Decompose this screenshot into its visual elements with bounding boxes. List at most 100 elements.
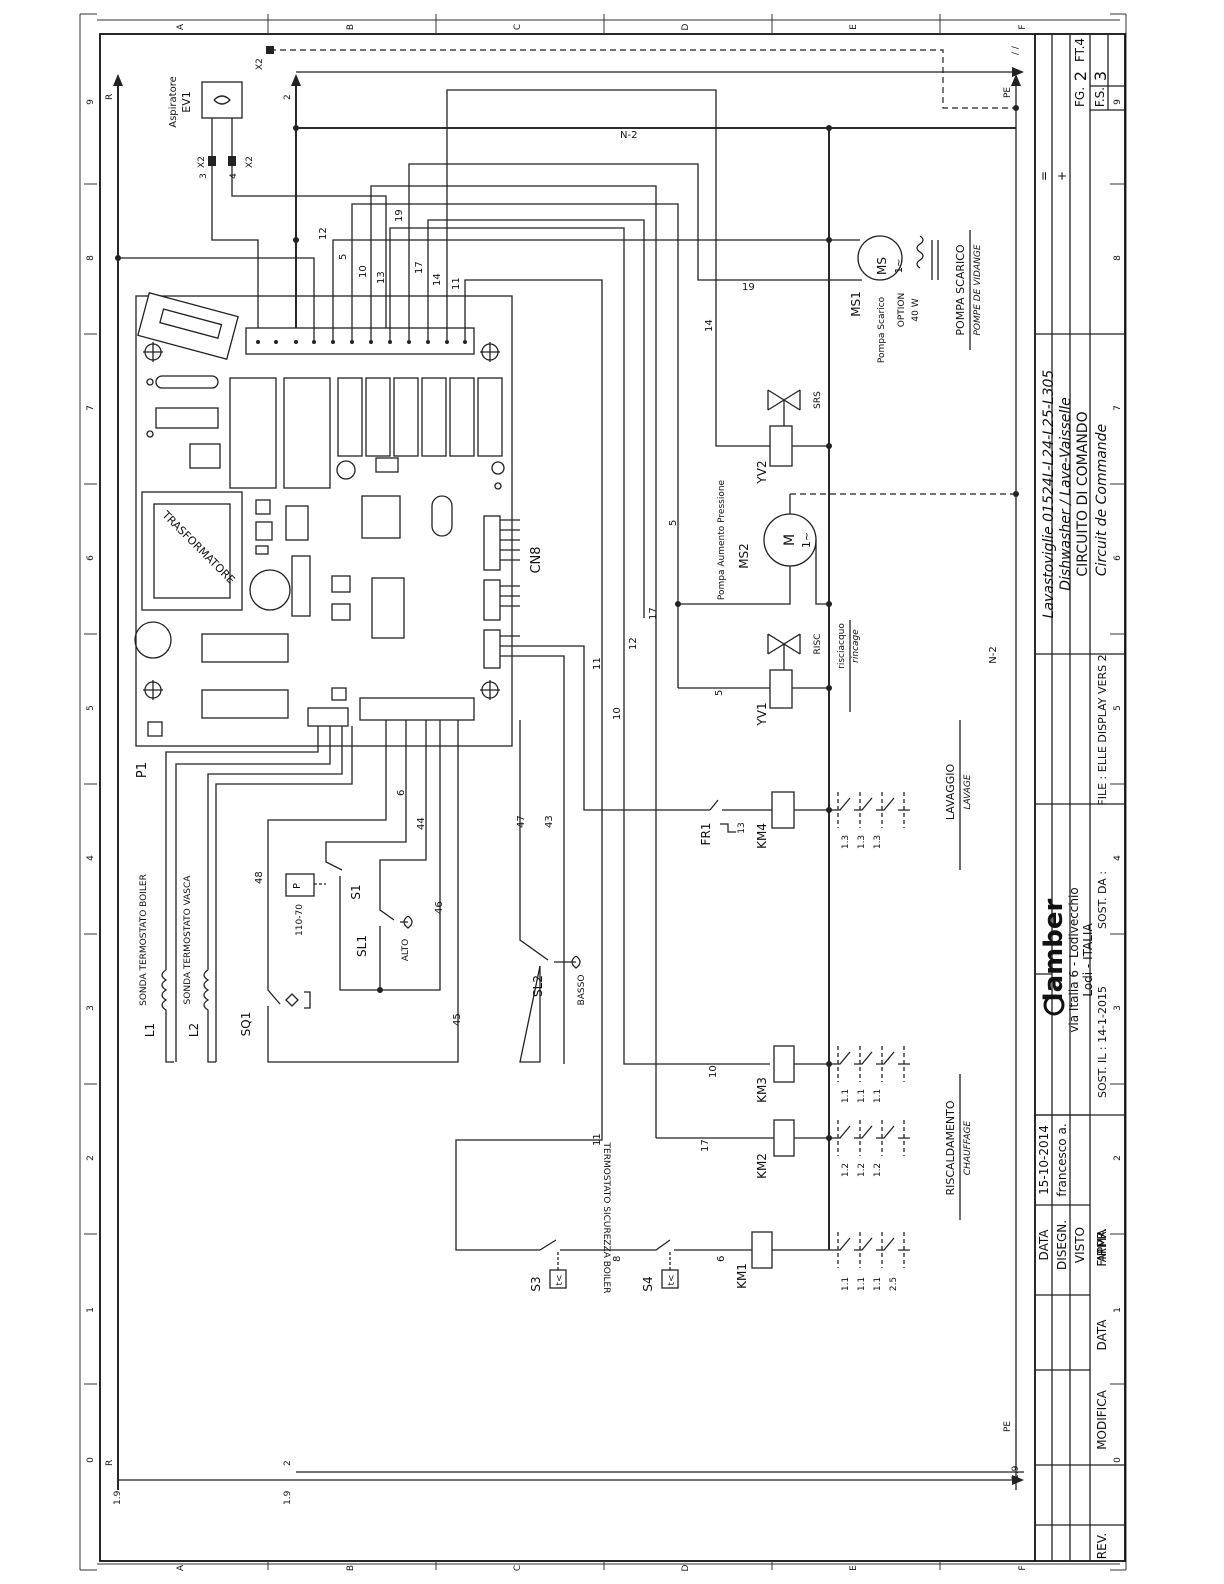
svg-text:A: A xyxy=(176,23,186,30)
svg-text:MS1: MS1 xyxy=(849,291,863,317)
svg-text:17: 17 xyxy=(414,261,425,274)
svg-text:2: 2 xyxy=(1071,71,1090,81)
svg-text:MS: MS xyxy=(875,257,889,275)
svg-text:11: 11 xyxy=(451,277,462,290)
svg-text:KM2: KM2 xyxy=(755,1153,769,1179)
drain-pump-ms1: MS 1~ MS1 Pompa Scarico OPTION 40 W POMP… xyxy=(829,230,983,363)
title-block: Lavastoviglie 01524L-L24-L25-L305 Dishwa… xyxy=(1034,34,1125,1561)
svg-text:1.1: 1.1 xyxy=(857,1089,867,1103)
svg-text:PE: PE xyxy=(1003,87,1013,98)
svg-text:risciacquo: risciacquo xyxy=(837,623,847,669)
svg-text:Pompa Scarico: Pompa Scarico xyxy=(877,296,887,363)
svg-text:19: 19 xyxy=(742,282,755,293)
svg-text:SONDA TERMOSTATO BOILER: SONDA TERMOSTATO BOILER xyxy=(139,874,149,1006)
svg-text:Lodi - ITALIA: Lodi - ITALIA xyxy=(1081,923,1095,997)
svg-text:SOST. IL : 14-1-2015: SOST. IL : 14-1-2015 xyxy=(1096,986,1109,1098)
contactor-km1: KM1 6 8 11 TERMOSTATO SICUREZZA BOILER t… xyxy=(529,1133,910,1293)
svg-text:D: D xyxy=(681,1564,691,1571)
svg-text:4: 4 xyxy=(1113,855,1123,861)
svg-text:S1: S1 xyxy=(349,884,363,899)
svg-text:DATA: DATA xyxy=(1095,1319,1109,1351)
svg-text:8: 8 xyxy=(1113,255,1123,261)
svg-text:N-2: N-2 xyxy=(620,130,637,141)
title-line-4: Circuit de Commande xyxy=(1094,424,1110,576)
svg-text:SQ1: SQ1 xyxy=(239,1012,253,1037)
svg-text:E: E xyxy=(849,1565,859,1571)
contactor-km4: FR1 13 KM4 1.3 1.3 1.3 LAVAGGIO LAVAGE xyxy=(699,720,973,870)
svg-text:C: C xyxy=(513,1565,523,1571)
svg-text:=: = xyxy=(1037,171,1051,181)
svg-text:17: 17 xyxy=(700,1139,711,1152)
svg-text:francesco a.: francesco a. xyxy=(1055,1123,1069,1196)
svg-text:5: 5 xyxy=(668,520,679,526)
svg-text:RISC: RISC xyxy=(813,634,823,655)
svg-text:MODIFICA: MODIFICA xyxy=(1095,1389,1109,1449)
svg-text:1.1: 1.1 xyxy=(873,1277,883,1291)
col-numbers-right: 0 1 2 3 4 5 6 7 8 9 xyxy=(1113,99,1123,1463)
svg-text:+: + xyxy=(1055,171,1069,181)
contactor-km2: KM2 17 1.2 1.2 1.2 RISCALDAMENTO CHAUFFA… xyxy=(656,1074,973,1220)
svg-text:1.1: 1.1 xyxy=(873,1089,883,1103)
svg-text:1.9: 1.9 xyxy=(113,1490,123,1505)
cn8-wires xyxy=(500,519,710,1064)
svg-text:N-2: N-2 xyxy=(988,646,999,663)
svg-text:X2: X2 xyxy=(245,156,255,168)
svg-text:Pompa Aumento Pressione: Pompa Aumento Pressione xyxy=(717,479,727,600)
pressure-pump-ms2: M 1~ MS2 Pompa Aumento Pressione xyxy=(675,479,832,607)
svg-text:13: 13 xyxy=(376,271,387,284)
svg-text:RISCALDAMENTO: RISCALDAMENTO xyxy=(944,1100,957,1195)
svg-text:t<: t< xyxy=(667,1274,677,1285)
svg-text:2: 2 xyxy=(1113,1155,1123,1161)
frame-ticks xyxy=(84,14,1124,1570)
svg-text:R: R xyxy=(105,1460,115,1466)
cn8-label: CN8 xyxy=(529,546,544,573)
svg-text:9: 9 xyxy=(86,99,96,105)
svg-text:43: 43 xyxy=(544,815,555,828)
svg-text:FG.: FG. xyxy=(1073,87,1087,107)
svg-text:12: 12 xyxy=(628,637,639,650)
svg-text:2: 2 xyxy=(283,94,293,100)
svg-text:44: 44 xyxy=(416,817,427,830)
svg-text:KM1: KM1 xyxy=(735,1263,749,1289)
row-letters-top: A B C D E F xyxy=(176,23,1028,30)
svg-text:CHAUFFAGE: CHAUFFAGE xyxy=(963,1120,973,1175)
svg-text:FT.4: FT.4 xyxy=(1073,38,1087,62)
svg-text:6: 6 xyxy=(396,790,407,796)
svg-text:2: 2 xyxy=(86,1155,96,1161)
svg-text:1.2: 1.2 xyxy=(873,1163,883,1177)
svg-text:2: 2 xyxy=(283,1460,293,1466)
svg-text:8: 8 xyxy=(86,255,96,261)
svg-text:14: 14 xyxy=(704,319,715,332)
svg-text:5: 5 xyxy=(338,254,349,260)
svg-text:B: B xyxy=(346,24,356,30)
svg-text:E: E xyxy=(849,24,859,30)
svg-text:9: 9 xyxy=(1113,99,1123,105)
svg-text:SL2: SL2 xyxy=(531,975,545,997)
svg-text:1.1: 1.1 xyxy=(841,1089,851,1103)
file-name: FILE : ELLE DISPLAY VERS 2 xyxy=(1096,654,1109,805)
svg-text:12: 12 xyxy=(318,227,329,240)
svg-text:F: F xyxy=(1018,1565,1028,1570)
svg-text:10: 10 xyxy=(708,1065,719,1078)
svg-text:LAVAGGIO: LAVAGGIO xyxy=(944,764,957,821)
svg-text:REV.: REV. xyxy=(1095,1533,1109,1559)
svg-text:45: 45 xyxy=(452,1013,463,1026)
svg-text:5: 5 xyxy=(714,690,725,696)
svg-text:1: 1 xyxy=(1113,1307,1123,1313)
svg-text:TERMOSTATO SICUREZZA BOILER: TERMOSTATO SICUREZZA BOILER xyxy=(601,1142,611,1294)
svg-text:1~: 1~ xyxy=(894,259,905,274)
svg-text:10: 10 xyxy=(358,265,369,278)
svg-text:PE: PE xyxy=(1003,1421,1013,1432)
svg-text:0: 0 xyxy=(86,1457,96,1463)
svg-text:4: 4 xyxy=(229,173,239,179)
svg-text:6: 6 xyxy=(716,1256,727,1262)
svg-text:rincage: rincage xyxy=(851,629,861,663)
svg-text:0: 0 xyxy=(1113,1457,1123,1463)
svg-text:SRS: SRS xyxy=(813,391,823,409)
svg-text:40 W: 40 W xyxy=(911,298,921,321)
svg-text:6: 6 xyxy=(86,555,96,561)
svg-text:2.5: 2.5 xyxy=(889,1277,899,1291)
svg-text:X2: X2 xyxy=(255,58,265,70)
contactor-km3: KM3 10 1.1 1.1 1.1 xyxy=(708,1045,910,1103)
svg-text:17: 17 xyxy=(648,607,659,620)
